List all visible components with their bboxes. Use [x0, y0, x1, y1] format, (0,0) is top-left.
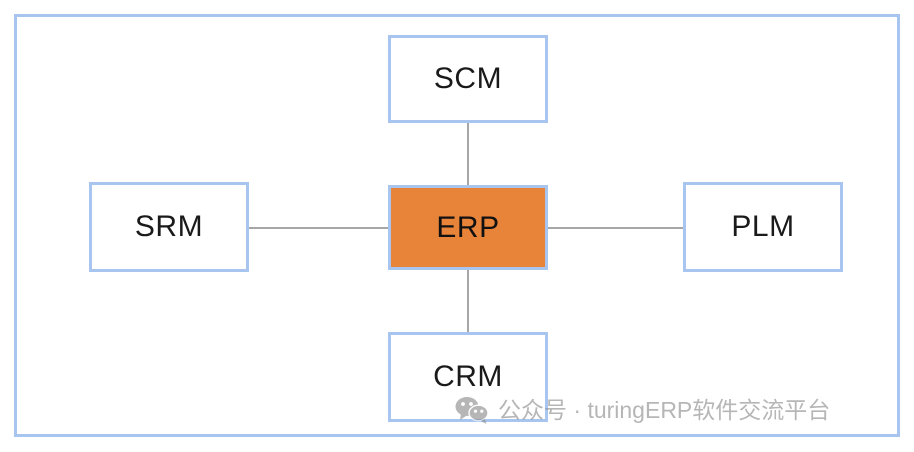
node-erp[interactable]: ERP	[388, 185, 548, 270]
node-srm-label: SRM	[134, 210, 204, 243]
node-scm[interactable]: SCM	[388, 35, 548, 123]
connector-scm-erp	[467, 122, 469, 186]
connector-erp-plm	[547, 227, 684, 229]
connector-erp-crm	[467, 269, 469, 333]
node-scm-label: SCM	[433, 62, 503, 95]
node-erp-label: ERP	[436, 210, 500, 244]
node-srm[interactable]: SRM	[89, 182, 249, 272]
node-plm[interactable]: PLM	[683, 182, 843, 272]
node-plm-label: PLM	[731, 210, 795, 243]
connector-srm-erp	[248, 227, 389, 229]
node-crm[interactable]: CRM	[388, 332, 548, 422]
node-crm-label: CRM	[433, 360, 503, 393]
